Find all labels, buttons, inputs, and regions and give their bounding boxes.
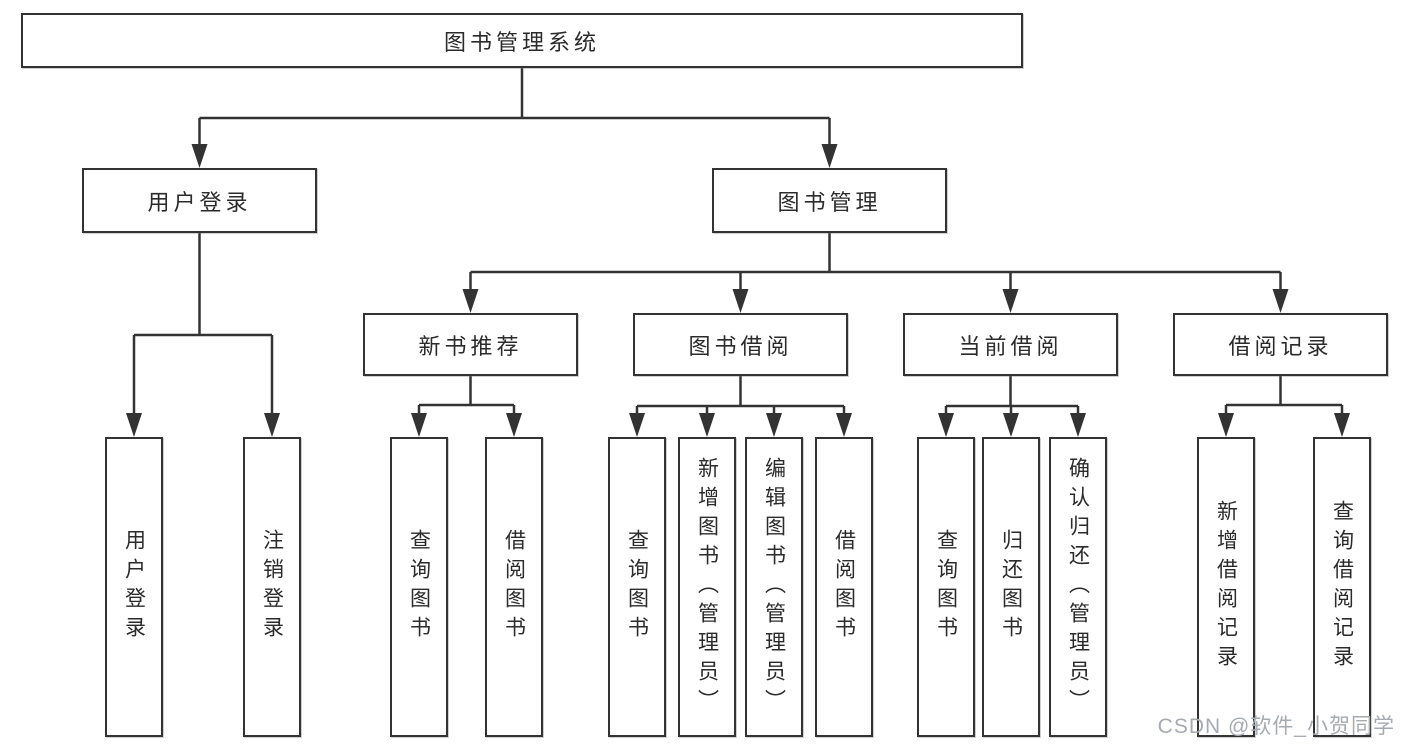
- leaf-add-books-admin: 新增图书（管理员）: [678, 437, 736, 737]
- leaf-query-borrow-record: 查询借阅记录: [1313, 437, 1371, 737]
- leaf-borrow-books-recommend: 借阅图书: [485, 437, 543, 737]
- leaf-add-borrow-record: 新增借阅记录: [1197, 437, 1255, 737]
- node-user-login: 用户登录: [82, 168, 317, 233]
- node-library-system: 图书管理系统: [21, 13, 1023, 68]
- watermark: CSDN @软件_小贺同学: [1157, 715, 1395, 738]
- leaf-confirm-return-admin: 确认归还（管理员）: [1049, 437, 1107, 737]
- leaf-user-login: 用户登录: [105, 437, 163, 737]
- leaf-query-books-current: 查询图书: [917, 437, 975, 737]
- node-borrow-records: 借阅记录: [1173, 313, 1388, 376]
- leaf-query-books-recommend: 查询图书: [390, 437, 448, 737]
- leaf-logout: 注销登录: [243, 437, 301, 737]
- leaf-return-books: 归还图书: [982, 437, 1040, 737]
- node-new-book-recommend: 新书推荐: [363, 313, 578, 376]
- node-book-borrow: 图书借阅: [633, 313, 848, 376]
- leaf-query-books-borrow: 查询图书: [608, 437, 666, 737]
- leaf-edit-books-admin: 编辑图书（管理员）: [745, 437, 803, 737]
- node-current-borrow: 当前借阅: [903, 313, 1118, 376]
- leaf-borrow-books: 借阅图书: [815, 437, 873, 737]
- node-book-management: 图书管理: [712, 168, 947, 233]
